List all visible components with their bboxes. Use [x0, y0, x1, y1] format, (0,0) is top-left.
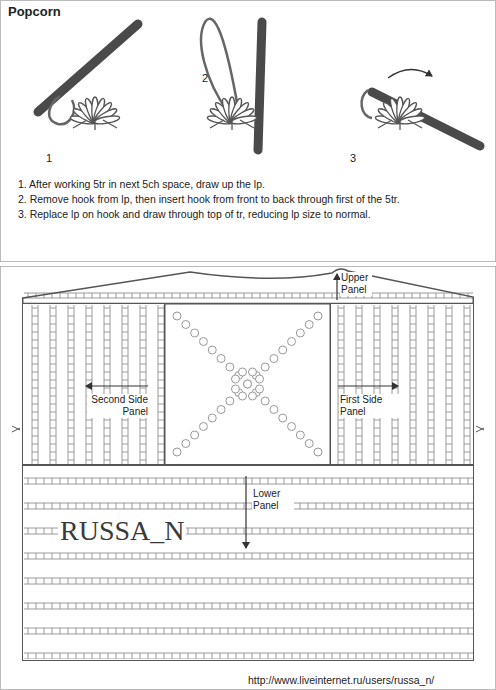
stitch-texture	[24, 467, 473, 659]
direction-arrow	[336, 274, 337, 300]
instruction-line: 2. Remove hook from lp, then insert hook…	[18, 193, 400, 206]
drawing-part	[279, 414, 287, 422]
drawing-part	[173, 312, 181, 320]
callout-number: 1	[46, 152, 52, 165]
drawing-part	[279, 346, 287, 354]
drawing-part	[261, 363, 269, 371]
drawing-part	[270, 406, 278, 414]
panel-label: Second Side Panel	[87, 394, 149, 418]
drawing-part	[210, 120, 254, 130]
garment-panel: Second Side Panel	[22, 303, 165, 465]
frame	[1, 267, 496, 690]
drawing-part	[231, 375, 239, 383]
drawing-part	[288, 423, 296, 431]
drawing-part	[49, 96, 74, 124]
panel-label: Lower Panel	[252, 488, 294, 512]
center-panel	[165, 304, 331, 465]
drawing-part	[244, 380, 252, 388]
yoke-panel: Upper Panel	[22, 266, 474, 304]
drawing-part	[288, 338, 296, 346]
direction-arrow	[86, 385, 148, 386]
drawing-part	[296, 431, 304, 439]
drawing-part	[258, 22, 262, 150]
drawing-part	[207, 97, 257, 130]
drawing-part	[217, 355, 225, 363]
watermark: RUSSA_N	[58, 514, 186, 548]
drawing-part	[239, 392, 247, 400]
drawing-part	[12, 426, 20, 432]
drawing-part	[208, 414, 216, 422]
drawing-part	[226, 363, 234, 371]
drawing-part	[70, 97, 120, 130]
drawing-part	[73, 120, 117, 130]
drawing-part	[362, 90, 372, 118]
popcorn-illustration	[38, 19, 480, 150]
panel-label: Upper Panel	[340, 272, 372, 296]
drawing-part	[305, 321, 313, 329]
drawing-part	[261, 397, 269, 405]
drawing-part	[305, 440, 313, 448]
stitch-texture	[24, 292, 473, 300]
drawing-part	[182, 440, 190, 448]
title: Popcorn	[8, 4, 61, 19]
panel-label: First Side Panel	[339, 394, 401, 418]
drawing-part	[398, 115, 425, 126]
drawing-part	[23, 269, 474, 304]
frame	[1, 1, 496, 262]
source-url: http://www.liveinternet.ru/users/russa_n…	[248, 674, 434, 687]
drawing-part	[372, 92, 480, 146]
drawing-part	[199, 423, 207, 431]
drawing-part	[173, 448, 181, 456]
panel-outline	[22, 266, 474, 304]
instruction-line: 1. After working 5tr in next 5ch space, …	[18, 178, 265, 191]
instruction-line: 3. Replace lp on hook and draw through t…	[18, 208, 371, 221]
drawing-part	[378, 120, 422, 130]
callout-number: 2	[202, 72, 208, 85]
drawing-part	[270, 355, 278, 363]
drawing-part	[226, 397, 234, 405]
direction-arrow	[338, 385, 398, 386]
drawing-part	[314, 448, 322, 456]
drawing-part	[191, 329, 199, 337]
drawing-part	[296, 329, 304, 337]
stitch-texture	[24, 305, 164, 464]
callout-number: 3	[350, 152, 356, 165]
drawing-part	[244, 380, 252, 388]
drawing-part	[314, 312, 322, 320]
drawing-part	[256, 385, 264, 393]
drawing-part	[388, 69, 432, 78]
drawing-part	[182, 321, 190, 329]
garment-panel: Lower Panel	[22, 465, 474, 661]
popcorn-x-motif	[173, 312, 322, 456]
drawing-part	[239, 368, 247, 376]
drawing-part	[230, 115, 257, 126]
drawing-part	[217, 406, 225, 414]
drawing-part	[248, 392, 256, 400]
drawing-part	[248, 368, 256, 376]
drawing-part	[208, 346, 216, 354]
drawing-part	[231, 385, 239, 393]
seam-marker	[12, 426, 484, 432]
drawing-part	[93, 115, 120, 126]
stitch-texture	[331, 305, 473, 464]
garment-panel: First Side Panel	[330, 303, 474, 465]
drawing-part	[191, 431, 199, 439]
drawing-part	[375, 97, 425, 130]
drawing-part	[476, 426, 484, 432]
direction-arrow	[245, 476, 246, 548]
drawing-part	[256, 375, 264, 383]
drawing-part	[199, 338, 207, 346]
